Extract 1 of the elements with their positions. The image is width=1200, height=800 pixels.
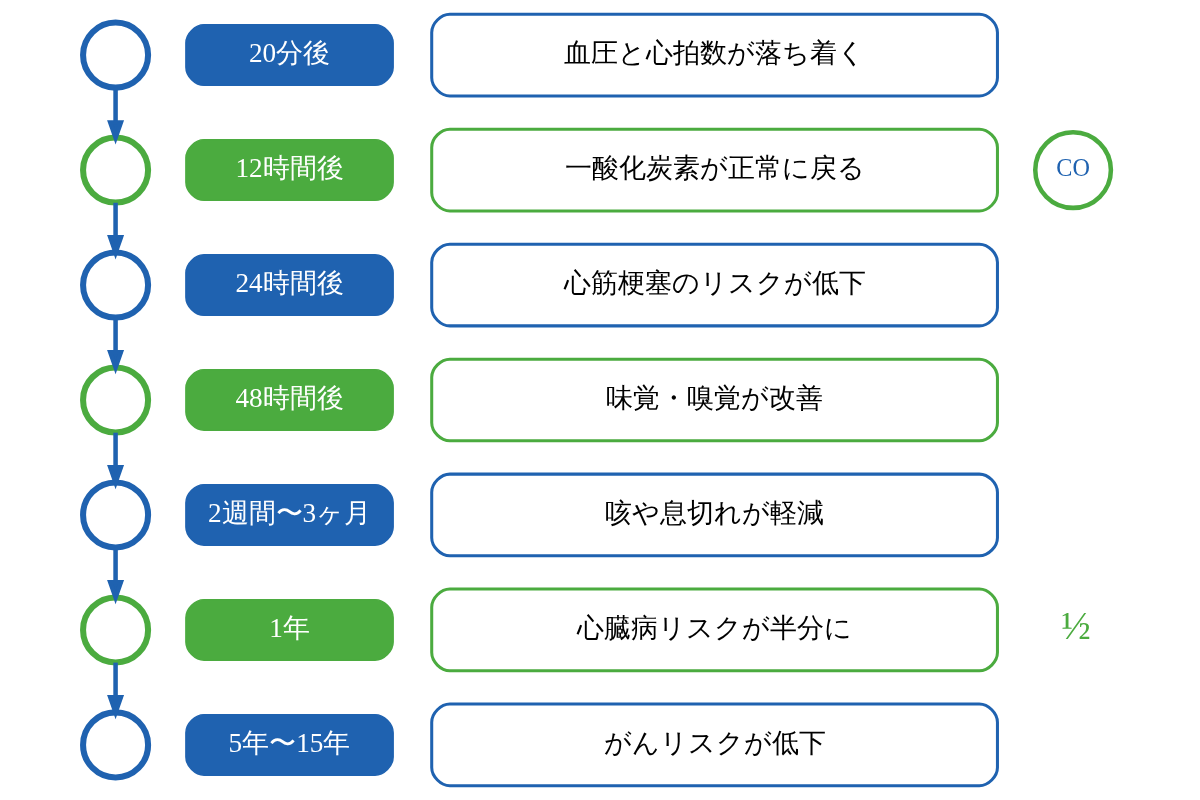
- label: ½: [1061, 604, 1091, 649]
